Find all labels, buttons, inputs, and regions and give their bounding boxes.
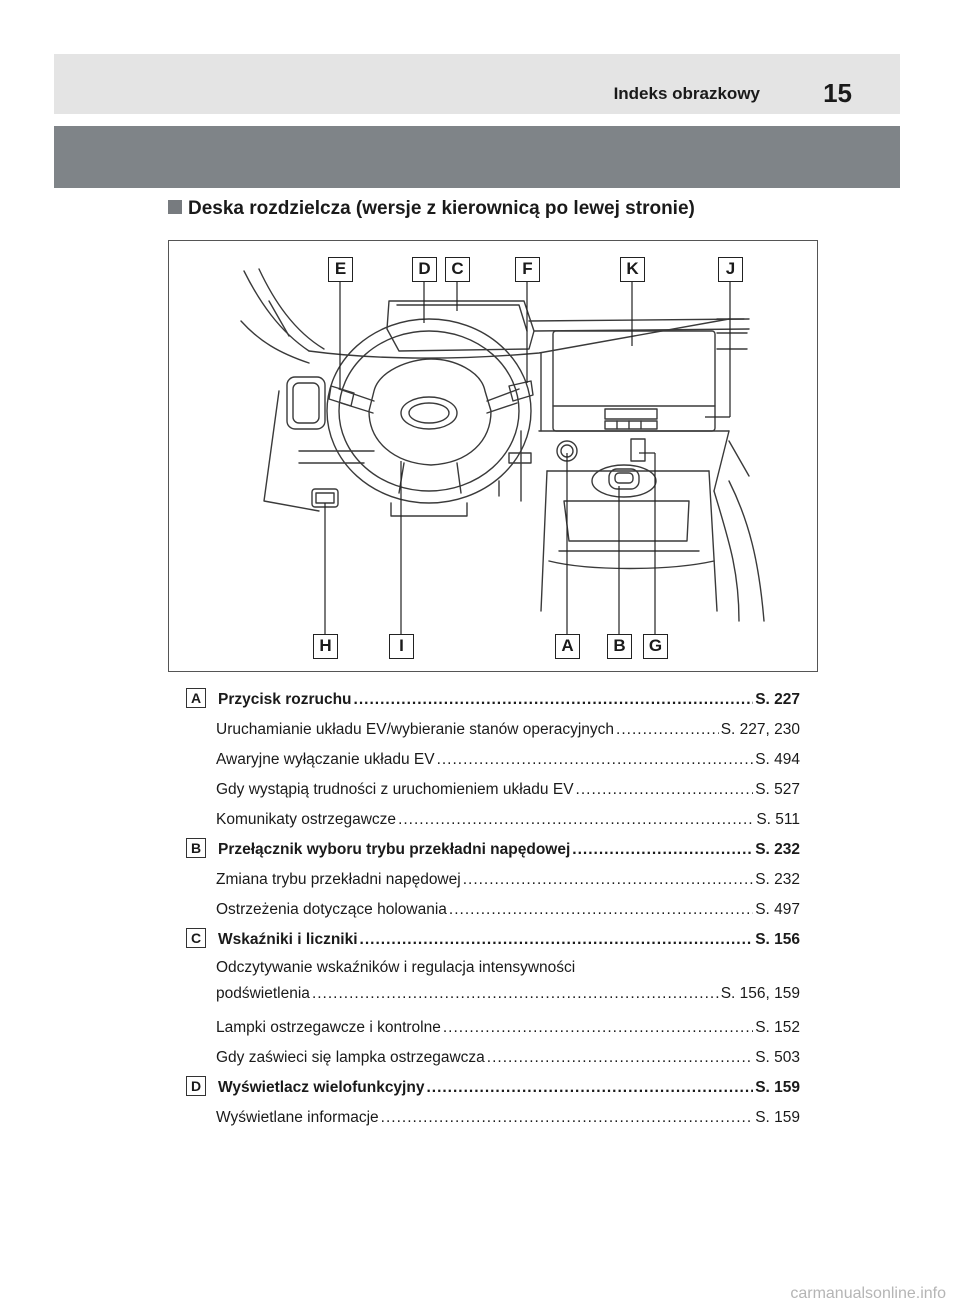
section-heading-text: Deska rozdzielcza (wersje z kierownicą p… <box>188 198 695 219</box>
entry-title: Przycisk rozruchu <box>218 691 352 708</box>
page-number: 15 <box>823 78 852 108</box>
index-subentry-line2: podświetlenia ..........................… <box>216 985 800 1002</box>
index-subentry: Zmiana trybu przekładni napędowej ......… <box>216 871 800 888</box>
index-list: A Przycisk rozruchu ....................… <box>186 685 800 1133</box>
index-entry-b: B Przełącznik wyboru trybu przekładni na… <box>186 835 800 865</box>
callout-i: I <box>389 634 414 659</box>
entry-page: S. 232 <box>755 841 800 858</box>
entry-title: Przełącznik wyboru trybu przekładni napę… <box>218 841 571 858</box>
callout-c: C <box>445 257 470 282</box>
index-entry-a: A Przycisk rozruchu ....................… <box>186 685 800 715</box>
callout-f: F <box>515 257 540 282</box>
entry-title: Wskaźniki i liczniki <box>218 931 358 948</box>
square-bullet-icon <box>168 200 182 214</box>
index-entry-c: C Wskaźniki i liczniki .................… <box>186 925 800 955</box>
entry-page: S. 159 <box>755 1079 800 1096</box>
badge-d: D <box>186 1076 206 1096</box>
index-subentry: Ostrzeżenia dotyczące holowania ........… <box>216 901 800 918</box>
badge-b: B <box>186 838 206 858</box>
callout-a: A <box>555 634 580 659</box>
watermark: carmanualsonline.info <box>790 1285 946 1302</box>
index-subentry: Gdy zaświeci się lampka ostrzegawcza ...… <box>216 1049 800 1066</box>
callout-j: J <box>718 257 743 282</box>
callout-g: G <box>643 634 668 659</box>
entry-title: Wyświetlacz wielofunkcyjny <box>218 1079 425 1096</box>
section-heading: Deska rozdzielcza (wersje z kierownicą p… <box>168 198 695 220</box>
index-subentry-line1: Odczytywanie wskaźników i regulacja inte… <box>216 959 576 976</box>
index-entry-d: D Wyświetlacz wielofunkcyjny ...........… <box>186 1073 800 1103</box>
entry-page: S. 227 <box>755 691 800 708</box>
index-subentry: Komunikaty ostrzegawcze ................… <box>216 811 800 828</box>
index-subentry: Awaryjne wyłączanie układu EV ..........… <box>216 751 800 768</box>
dashboard-drawing <box>240 268 765 634</box>
section-band <box>54 126 900 188</box>
callout-e: E <box>328 257 353 282</box>
callout-k: K <box>620 257 645 282</box>
index-subentry: Uruchamianie układu EV/wybieranie stanów… <box>216 721 800 738</box>
dashboard-illustration: E D C F K J H I A B G <box>168 240 818 672</box>
badge-c: C <box>186 928 206 948</box>
index-subentry: Wyświetlane informacje .................… <box>216 1109 800 1126</box>
callout-b: B <box>607 634 632 659</box>
index-subentry: Gdy wystąpią trudności z uruchomieniem u… <box>216 781 800 798</box>
callout-d: D <box>412 257 437 282</box>
badge-a: A <box>186 688 206 708</box>
callout-h: H <box>313 634 338 659</box>
header-title: Indeks obrazkowy <box>613 84 760 103</box>
page-header: Indeks obrazkowy 15 <box>54 54 900 114</box>
index-subentry: Lampki ostrzegawcze i kontrolne ........… <box>216 1019 800 1036</box>
entry-page: S. 156 <box>755 931 800 948</box>
